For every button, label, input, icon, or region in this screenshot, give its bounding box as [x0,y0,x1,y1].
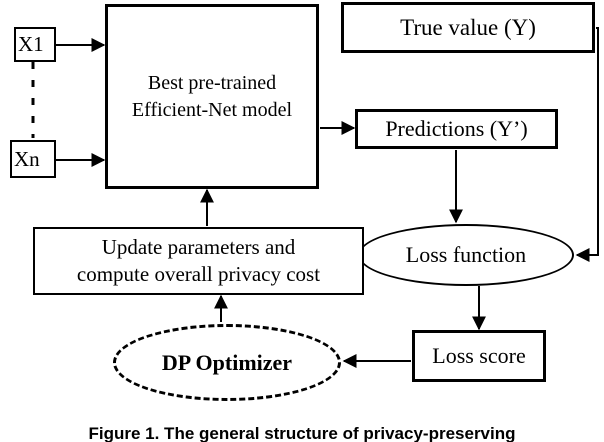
node-loss-score-label: Loss score [432,343,526,368]
node-dp-optimizer-label: DP Optimizer [161,349,293,375]
node-predictions[interactable]: Predictions (Y’) [355,109,558,149]
node-true-value-label: True value (Y) [400,14,536,40]
node-loss-function[interactable]: Loss function [358,224,574,286]
node-x1-label: X1 [18,32,44,56]
node-loss-function-label: Loss function [405,242,527,267]
node-true-value[interactable]: True value (Y) [341,2,595,53]
node-best-pretrained-model[interactable]: Best pre-trained Efficient-Net model [105,4,319,189]
node-dp-optimizer[interactable]: DP Optimizer [113,324,341,401]
node-model-label-line2: Efficient-Net model [131,98,293,121]
node-xn[interactable]: Xn [10,140,56,178]
node-x1[interactable]: X1 [14,27,56,62]
node-xn-label: Xn [14,146,40,171]
node-loss-score[interactable]: Loss score [412,330,546,382]
figure-caption: Figure 1. The general structure of priva… [88,424,516,442]
node-update-label-line1: Update parameters and [101,234,296,259]
edge-true-value-to-loss-function [575,27,599,262]
node-update-label-line2: compute overall privacy cost [76,262,321,286]
node-predictions-label: Predictions (Y’) [385,116,528,141]
node-model-label-line1: Best pre-trained [147,71,277,94]
node-update-parameters[interactable]: Update parameters and compute overall pr… [33,227,364,295]
